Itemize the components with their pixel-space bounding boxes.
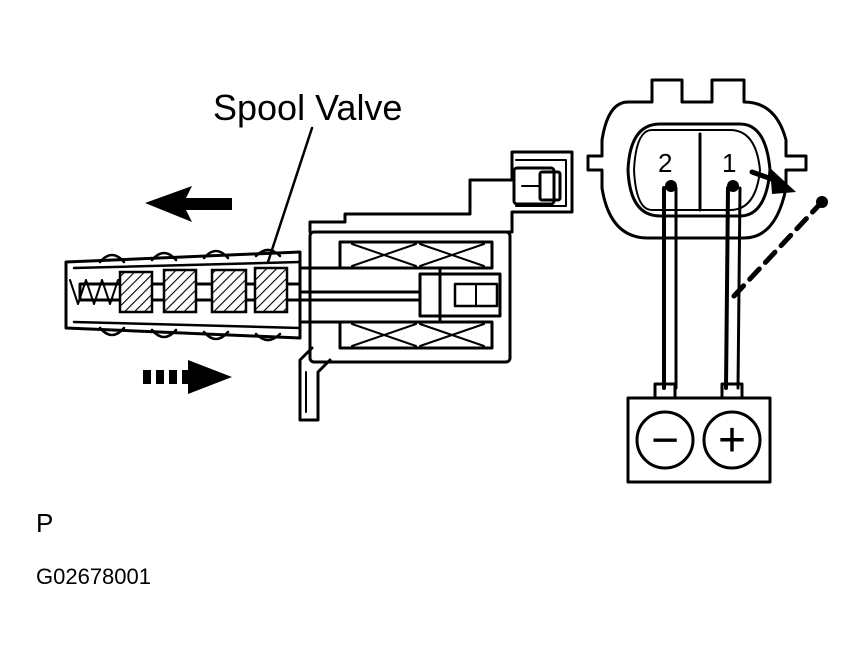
spool-land [210, 268, 248, 314]
disconnect-arrow-icon [749, 168, 796, 194]
terminal-1-label: 1 [722, 148, 736, 178]
spool-valve-leader-line [266, 126, 314, 264]
spool-valve-label: Spool Valve [213, 87, 402, 128]
ocv-solenoid-valve [64, 150, 574, 422]
terminal-1-pin [727, 180, 739, 192]
solenoid-connector [586, 78, 808, 240]
battery [626, 382, 772, 484]
spool-land [162, 268, 198, 314]
spool-land [118, 270, 154, 314]
battery-negative-terminal [635, 410, 695, 470]
figure-id-label: G02678001 [36, 564, 151, 589]
battery-positive-terminal [702, 410, 762, 470]
terminal-2-label: 2 [658, 148, 672, 178]
battery-positive-symbol: + [718, 414, 746, 467]
wire-terminal-1-positive [724, 186, 730, 390]
solid-arrow-left-icon [145, 186, 232, 222]
terminal-2-pin [665, 180, 677, 192]
battery-negative-symbol: − [651, 414, 679, 467]
spool-land [253, 266, 289, 314]
switch-dashed-line [731, 201, 823, 299]
dashed-arrow-right-icon [143, 360, 232, 394]
view-code-label: P [36, 508, 53, 538]
